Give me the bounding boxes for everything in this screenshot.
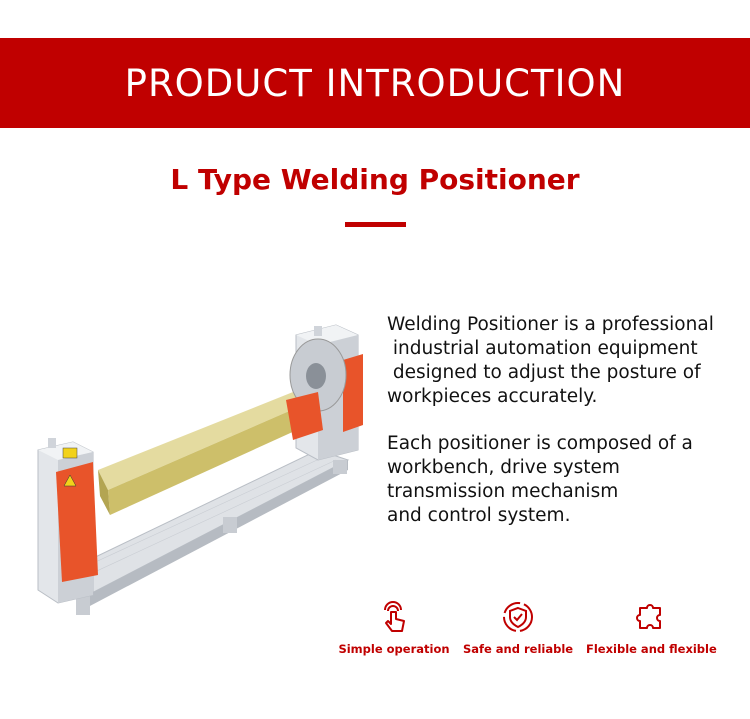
welding-positioner-image [37, 324, 363, 615]
touch-hand-icon [384, 601, 405, 632]
feature-label: Flexible and flexible [586, 642, 717, 656]
description-paragraph-1: Welding Positioner is a professional ind… [387, 314, 714, 407]
feature-simple-operation: Simple operation [329, 600, 459, 656]
title-underline [345, 222, 406, 227]
puzzle-icon [636, 604, 661, 629]
product-title: L Type Welding Positioner [170, 163, 580, 196]
shield-icon [503, 602, 533, 632]
page-title: PRODUCT INTRODUCTION [124, 61, 626, 105]
feature-label: Simple operation [338, 642, 450, 656]
feature-safe-reliable: Safe and reliable [453, 600, 583, 656]
description-paragraph-2: Each positioner is composed of a workben… [387, 433, 693, 526]
feature-flexible: Flexible and flexible [586, 600, 717, 656]
feature-label: Safe and reliable [462, 642, 574, 656]
header-banner: PRODUCT INTRODUCTION [0, 38, 750, 128]
